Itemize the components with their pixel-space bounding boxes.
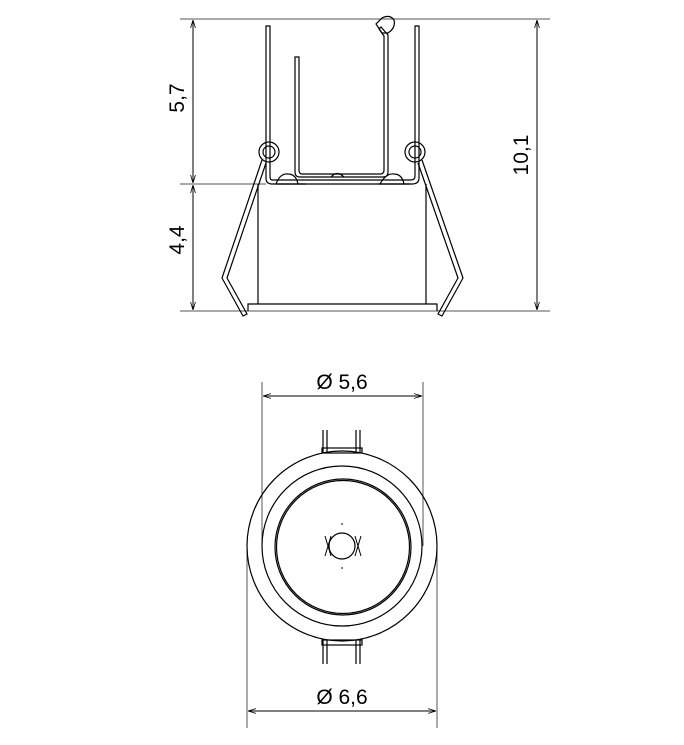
mounting-bracket bbox=[265, 15, 420, 185]
spring-clips bbox=[221, 141, 464, 317]
outer-ring bbox=[246, 450, 438, 642]
top-view: Ø 5,6 Ø 6,6 bbox=[246, 371, 438, 728]
dim-total-label: 10,1 bbox=[510, 135, 533, 176]
dim-upper-label: 5,7 bbox=[166, 83, 189, 112]
inner-ring-edge bbox=[275, 479, 411, 615]
lens bbox=[328, 532, 356, 560]
middle-ring bbox=[261, 465, 423, 627]
housing-body bbox=[247, 184, 438, 311]
lens-marks bbox=[324, 523, 362, 569]
dim-inner-diameter-label: Ø 5,6 bbox=[316, 371, 367, 394]
dim-outer-diameter-label: Ø 6,6 bbox=[316, 686, 367, 709]
dimension-lines bbox=[180, 18, 550, 312]
side-view: 5,7 4,4 10,1 bbox=[166, 15, 550, 317]
dim-lower-label: 4,4 bbox=[166, 225, 189, 255]
inner-ring bbox=[274, 478, 412, 616]
tabs bbox=[321, 430, 363, 664]
dimension-lines-top bbox=[246, 382, 438, 728]
